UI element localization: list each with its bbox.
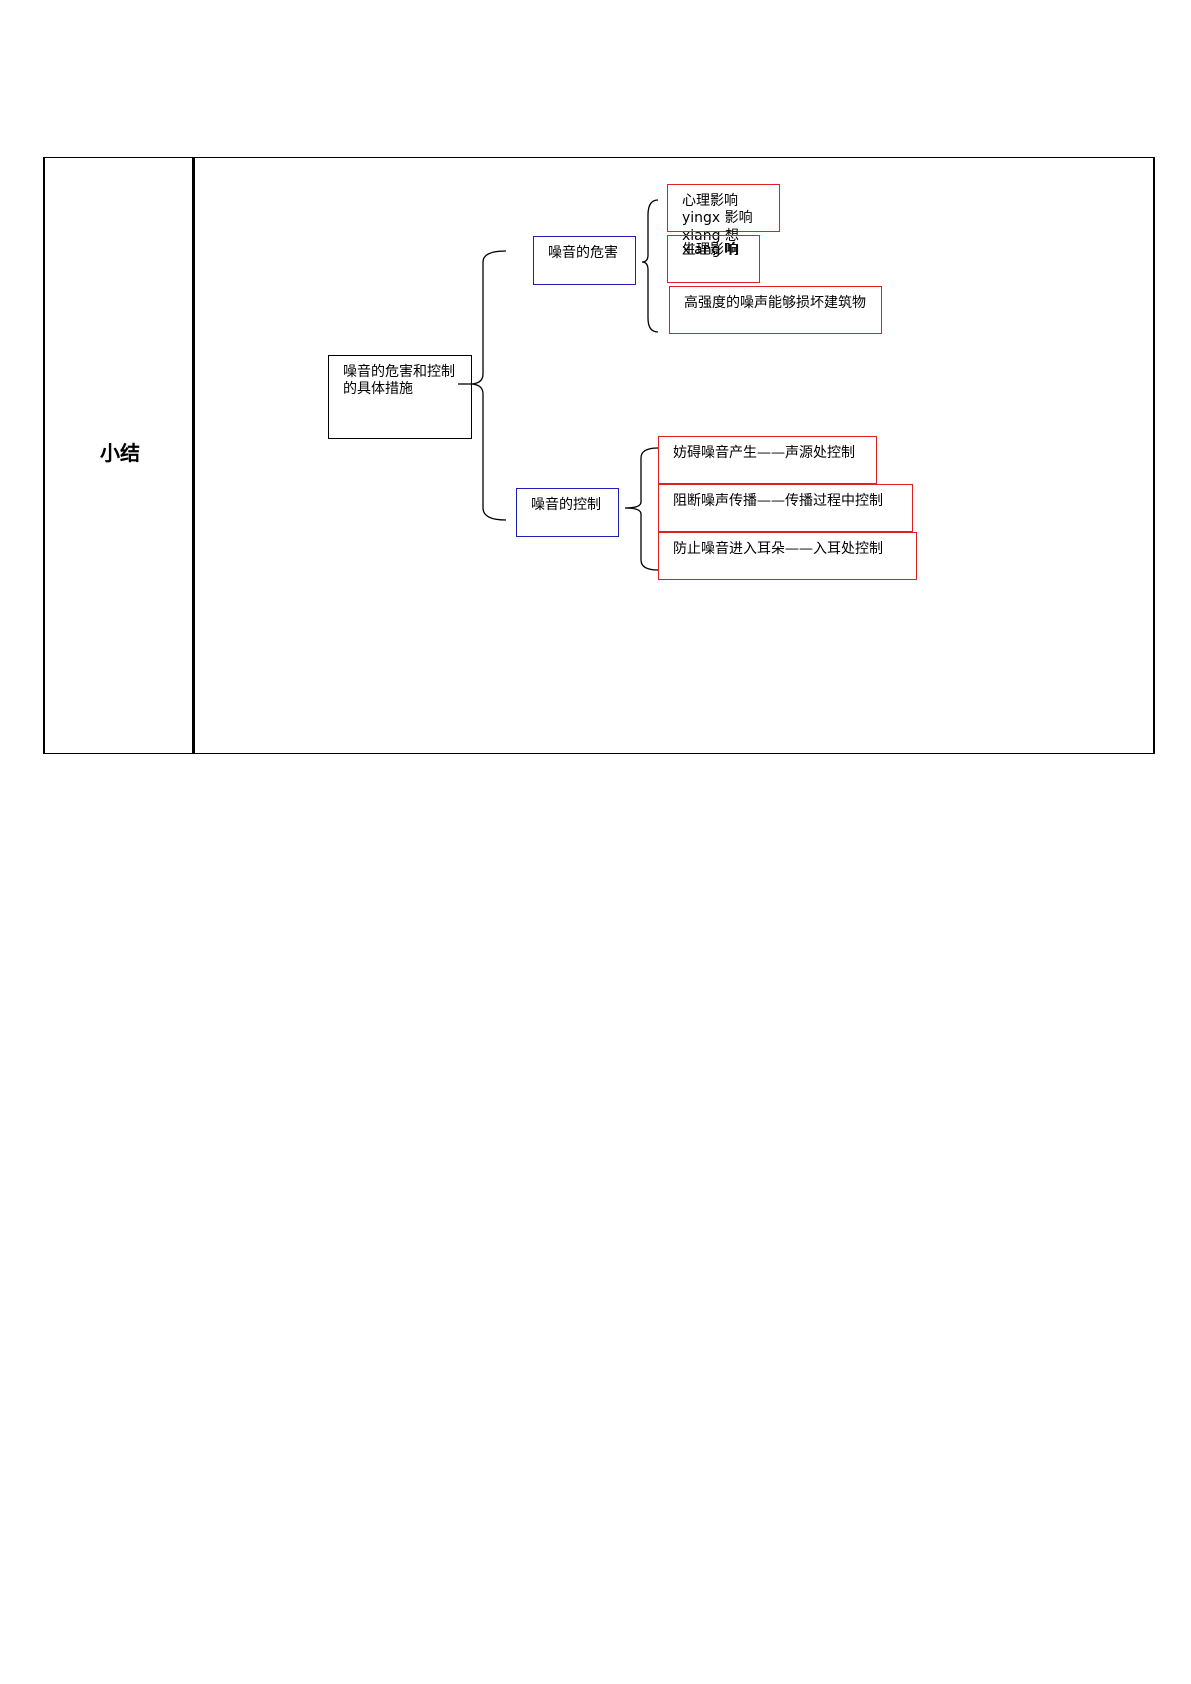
- psychological-pinyin-1: yingx 影响: [682, 210, 753, 226]
- control-leaf-path: 阻断噪声传播——传播过程中控制: [658, 484, 913, 532]
- summary-label: 小结: [100, 441, 140, 465]
- control-node: 噪音的控制: [516, 488, 619, 537]
- control-path-text: 阻断噪声传播——传播过程中控制: [673, 493, 883, 509]
- control-node-text: 噪音的控制: [531, 497, 601, 513]
- hazard-node: 噪音的危害: [533, 236, 636, 285]
- hazard-leaf-psychological: 心理影响 yingx 影响 xiang 想: [667, 184, 780, 244]
- psychological-pinyin-2: xiang 想: [682, 228, 739, 244]
- summary-label-cell: 小结: [45, 158, 195, 753]
- control-leaf-ear: 防止噪音进入耳朵——入耳处控制: [658, 532, 917, 580]
- hazard-leaf-physiological: 生理影响 xiang 响: [667, 235, 760, 283]
- control-source-text: 妨碍噪音产生——声源处控制: [673, 445, 855, 461]
- physiological-pinyin: xiang 响: [682, 242, 739, 258]
- control-leaf-source: 妨碍噪音产生——声源处控制: [658, 436, 877, 484]
- summary-table: 小结: [43, 157, 1155, 754]
- physiological-title: 生理影响: [682, 242, 738, 258]
- hazard-leaf-buildings: 高强度的噪声能够损坏建筑物: [669, 286, 882, 334]
- psychological-title: 心理影响: [682, 193, 738, 209]
- buildings-text: 高强度的噪声能够损坏建筑物: [684, 295, 866, 311]
- root-node: 噪音的危害和控制的具体措施: [328, 355, 472, 439]
- root-node-text: 噪音的危害和控制的具体措施: [343, 364, 455, 397]
- hazard-node-text: 噪音的危害: [548, 245, 618, 261]
- control-ear-text: 防止噪音进入耳朵——入耳处控制: [673, 541, 883, 557]
